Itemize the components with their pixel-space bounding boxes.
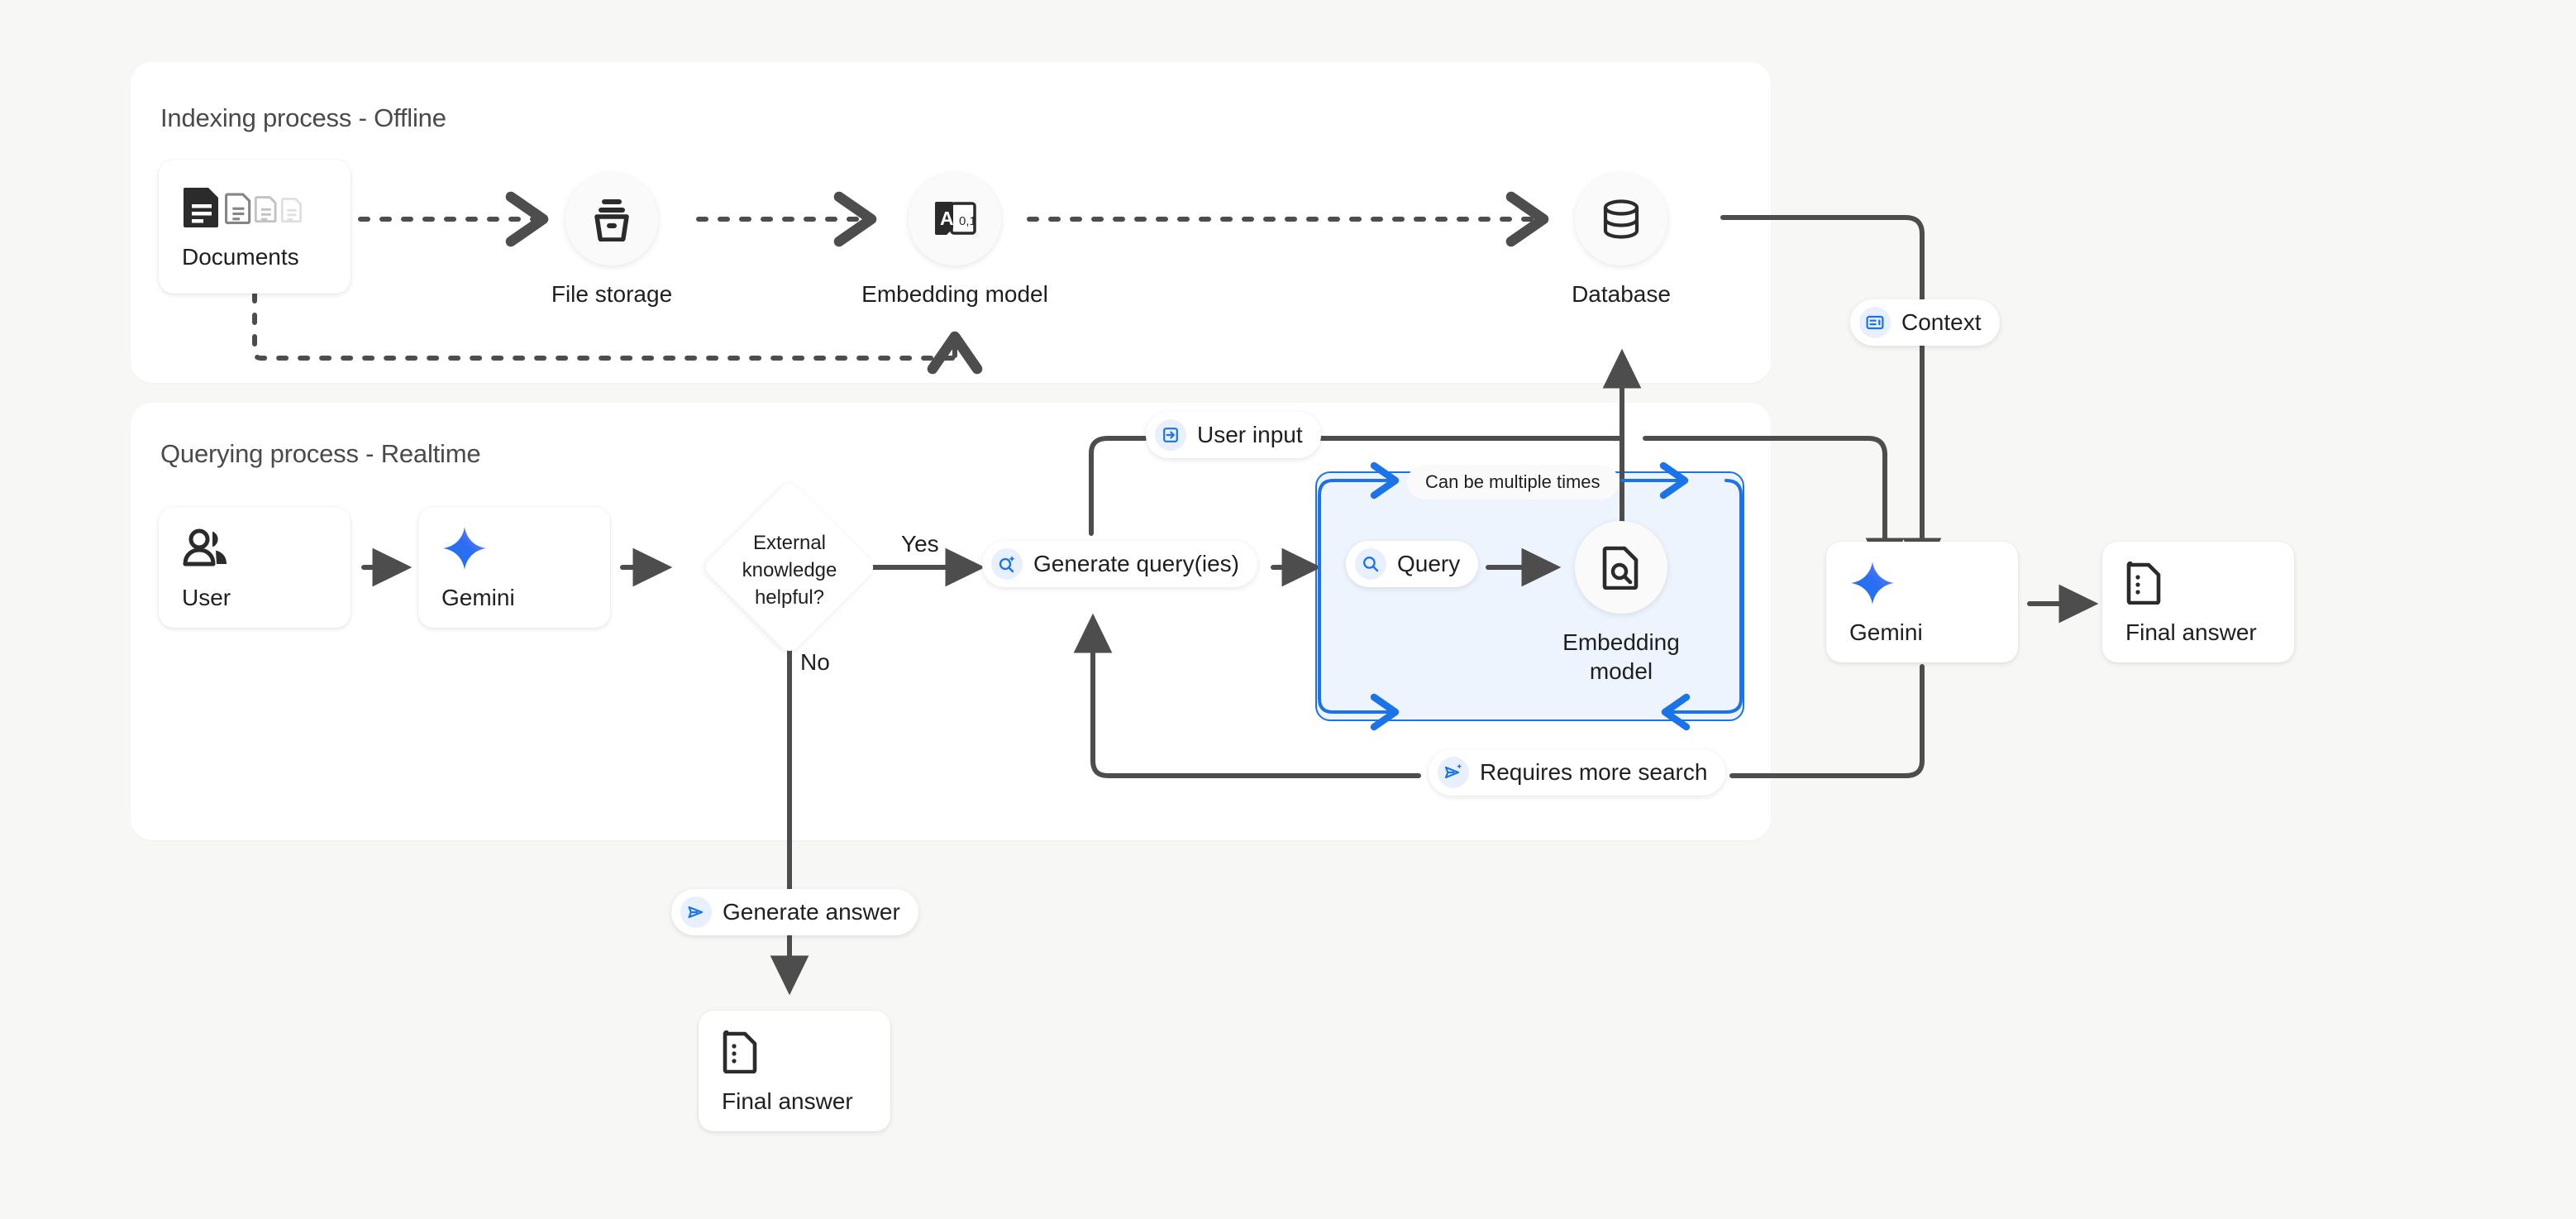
embedding-model-icon: 0,1 A: [909, 173, 1001, 265]
user-group-icon: [182, 523, 351, 573]
user-input-chip[interactable]: User input: [1146, 412, 1321, 458]
context-chip-label: Context: [1901, 309, 1982, 335]
node-embedding-model-query-label: Embedding model: [1562, 629, 1680, 684]
requires-more-search-chip[interactable]: Requires more search: [1429, 749, 1726, 796]
node-documents-label: Documents: [182, 244, 299, 270]
node-documents[interactable]: Documents: [159, 160, 351, 294]
node-file-storage[interactable]: File storage: [551, 173, 672, 307]
gemini-sparkle-icon: [441, 523, 610, 573]
send-icon: [680, 896, 712, 928]
node-embedding-model-index-label: Embedding model: [861, 281, 1048, 307]
node-file-storage-label: File storage: [551, 281, 673, 307]
edge-label-yes: Yes: [901, 531, 939, 557]
edge-label-no: No: [800, 649, 830, 675]
node-database[interactable]: Database: [1572, 173, 1671, 307]
user-input-chip-label: User input: [1197, 422, 1303, 447]
generate-answer-chip[interactable]: Generate answer: [671, 889, 918, 935]
context-chip[interactable]: Context: [1850, 299, 2000, 346]
loop-note-chip-label: Can be multiple times: [1425, 471, 1600, 492]
loop-note-chip: Can be multiple times: [1407, 465, 1619, 500]
generate-answer-chip-label: Generate answer: [723, 899, 900, 925]
node-final-answer-bottom-label: Final answer: [722, 1088, 853, 1114]
svg-text:0,1: 0,1: [959, 214, 976, 228]
decision-line-3: helpful?: [754, 586, 825, 610]
node-final-answer-right[interactable]: Final answer: [2102, 542, 2294, 662]
node-embedding-model-query[interactable]: Embedding model: [1562, 521, 1680, 684]
generate-queries-chip[interactable]: Generate query(ies): [982, 541, 1258, 587]
node-gemini-second[interactable]: Gemini: [1826, 542, 2018, 662]
node-final-answer-bottom[interactable]: Final answer: [699, 1011, 890, 1131]
send-sparkle-icon: [1438, 757, 1469, 788]
svg-text:A: A: [940, 208, 954, 229]
node-decision-label: External knowledge helpful?: [711, 529, 868, 611]
node-final-answer-right-label: Final answer: [2125, 619, 2257, 645]
search-sparkle-icon: [991, 548, 1023, 580]
decision-line-2: knowledge: [742, 559, 837, 582]
document-search-icon: [1575, 521, 1667, 614]
database-icon: [1575, 173, 1667, 265]
gemini-sparkle-icon: [1849, 558, 2018, 608]
document-list-icon: [2125, 558, 2294, 608]
node-gemini-first[interactable]: Gemini: [418, 507, 610, 628]
query-chip-label: Query: [1397, 551, 1461, 576]
requires-more-search-chip-label: Requires more search: [1480, 759, 1708, 785]
panel-querying-title: Querying process - Realtime: [160, 439, 481, 468]
node-embedding-model-index[interactable]: 0,1 A Embedding model: [861, 173, 1048, 307]
documents-icon: [182, 183, 351, 232]
decision-line-1: External: [752, 532, 827, 554]
node-database-label: Database: [1572, 281, 1671, 307]
node-user[interactable]: User: [159, 507, 351, 628]
panel-indexing-title: Indexing process - Offline: [160, 103, 446, 132]
generate-queries-chip-label: Generate query(ies): [1033, 551, 1240, 576]
query-chip[interactable]: Query: [1346, 541, 1479, 587]
input-arrow-icon: [1155, 419, 1186, 451]
node-gemini-first-label: Gemini: [441, 585, 515, 610]
context-panel-icon: [1859, 307, 1891, 338]
file-storage-icon: [565, 173, 658, 265]
node-gemini-second-label: Gemini: [1849, 619, 1923, 645]
node-user-label: User: [182, 585, 231, 610]
document-list-icon: [722, 1027, 890, 1077]
search-icon: [1355, 548, 1386, 580]
